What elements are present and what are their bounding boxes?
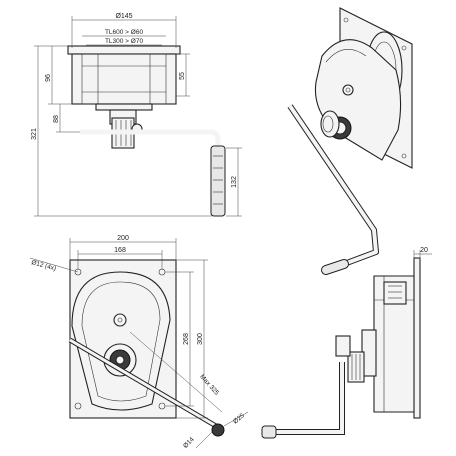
dim-132: 132 <box>231 176 238 188</box>
side-crank-outline <box>268 362 345 435</box>
dim-max-325: Max 325 <box>198 373 220 396</box>
iso-hub <box>320 110 340 138</box>
side-crank-end <box>261 425 277 439</box>
dim-tl600: TL600 > Ø60 <box>105 29 144 36</box>
dim-shaft: Ø14 <box>182 436 196 450</box>
front-upper-bolt <box>113 313 127 327</box>
dim-168: 168 <box>114 247 126 254</box>
top-crank-arm <box>80 129 221 214</box>
side-pawl <box>335 335 351 357</box>
front-crank-knob <box>211 423 225 437</box>
dim-88: 88 <box>53 115 60 123</box>
dim-holes: Ø12 (4x) <box>30 259 56 272</box>
dim-268: 268 <box>183 333 190 345</box>
top-bearing <box>95 103 153 111</box>
top-crank-arm-outline <box>80 131 219 214</box>
dim-diameter-145: Ø145 <box>115 13 132 20</box>
front-housing <box>71 271 171 411</box>
front-hole-bl <box>74 402 82 410</box>
dim-96: 96 <box>45 74 52 82</box>
dim-tl300: TL300 > Ø70 <box>105 38 144 45</box>
top-flange <box>67 45 181 55</box>
side-view: 20 <box>261 247 432 439</box>
top-crank-grip <box>210 145 226 217</box>
dim-300: 300 <box>197 333 204 345</box>
isometric-view <box>287 7 413 275</box>
top-view: Ø145 TL600 > Ø60 TL300 > Ø70 321 96 88 5… <box>31 13 242 217</box>
front-view: 200 168 Ø12 (4x) 268 300 Max 325 Ø25 Ø14 <box>29 235 249 450</box>
dim-200: 200 <box>117 235 129 242</box>
side-plate <box>413 257 421 419</box>
side-crank-arm <box>268 362 344 434</box>
iso-bolt <box>342 84 354 96</box>
iso-crank-arm <box>288 104 378 266</box>
front-crank-arm <box>69 338 217 428</box>
dim-20: 20 <box>420 247 428 254</box>
side-drum <box>383 281 407 305</box>
dim-55: 55 <box>179 72 186 80</box>
dim-321: 321 <box>31 128 38 140</box>
top-housing <box>71 53 177 105</box>
